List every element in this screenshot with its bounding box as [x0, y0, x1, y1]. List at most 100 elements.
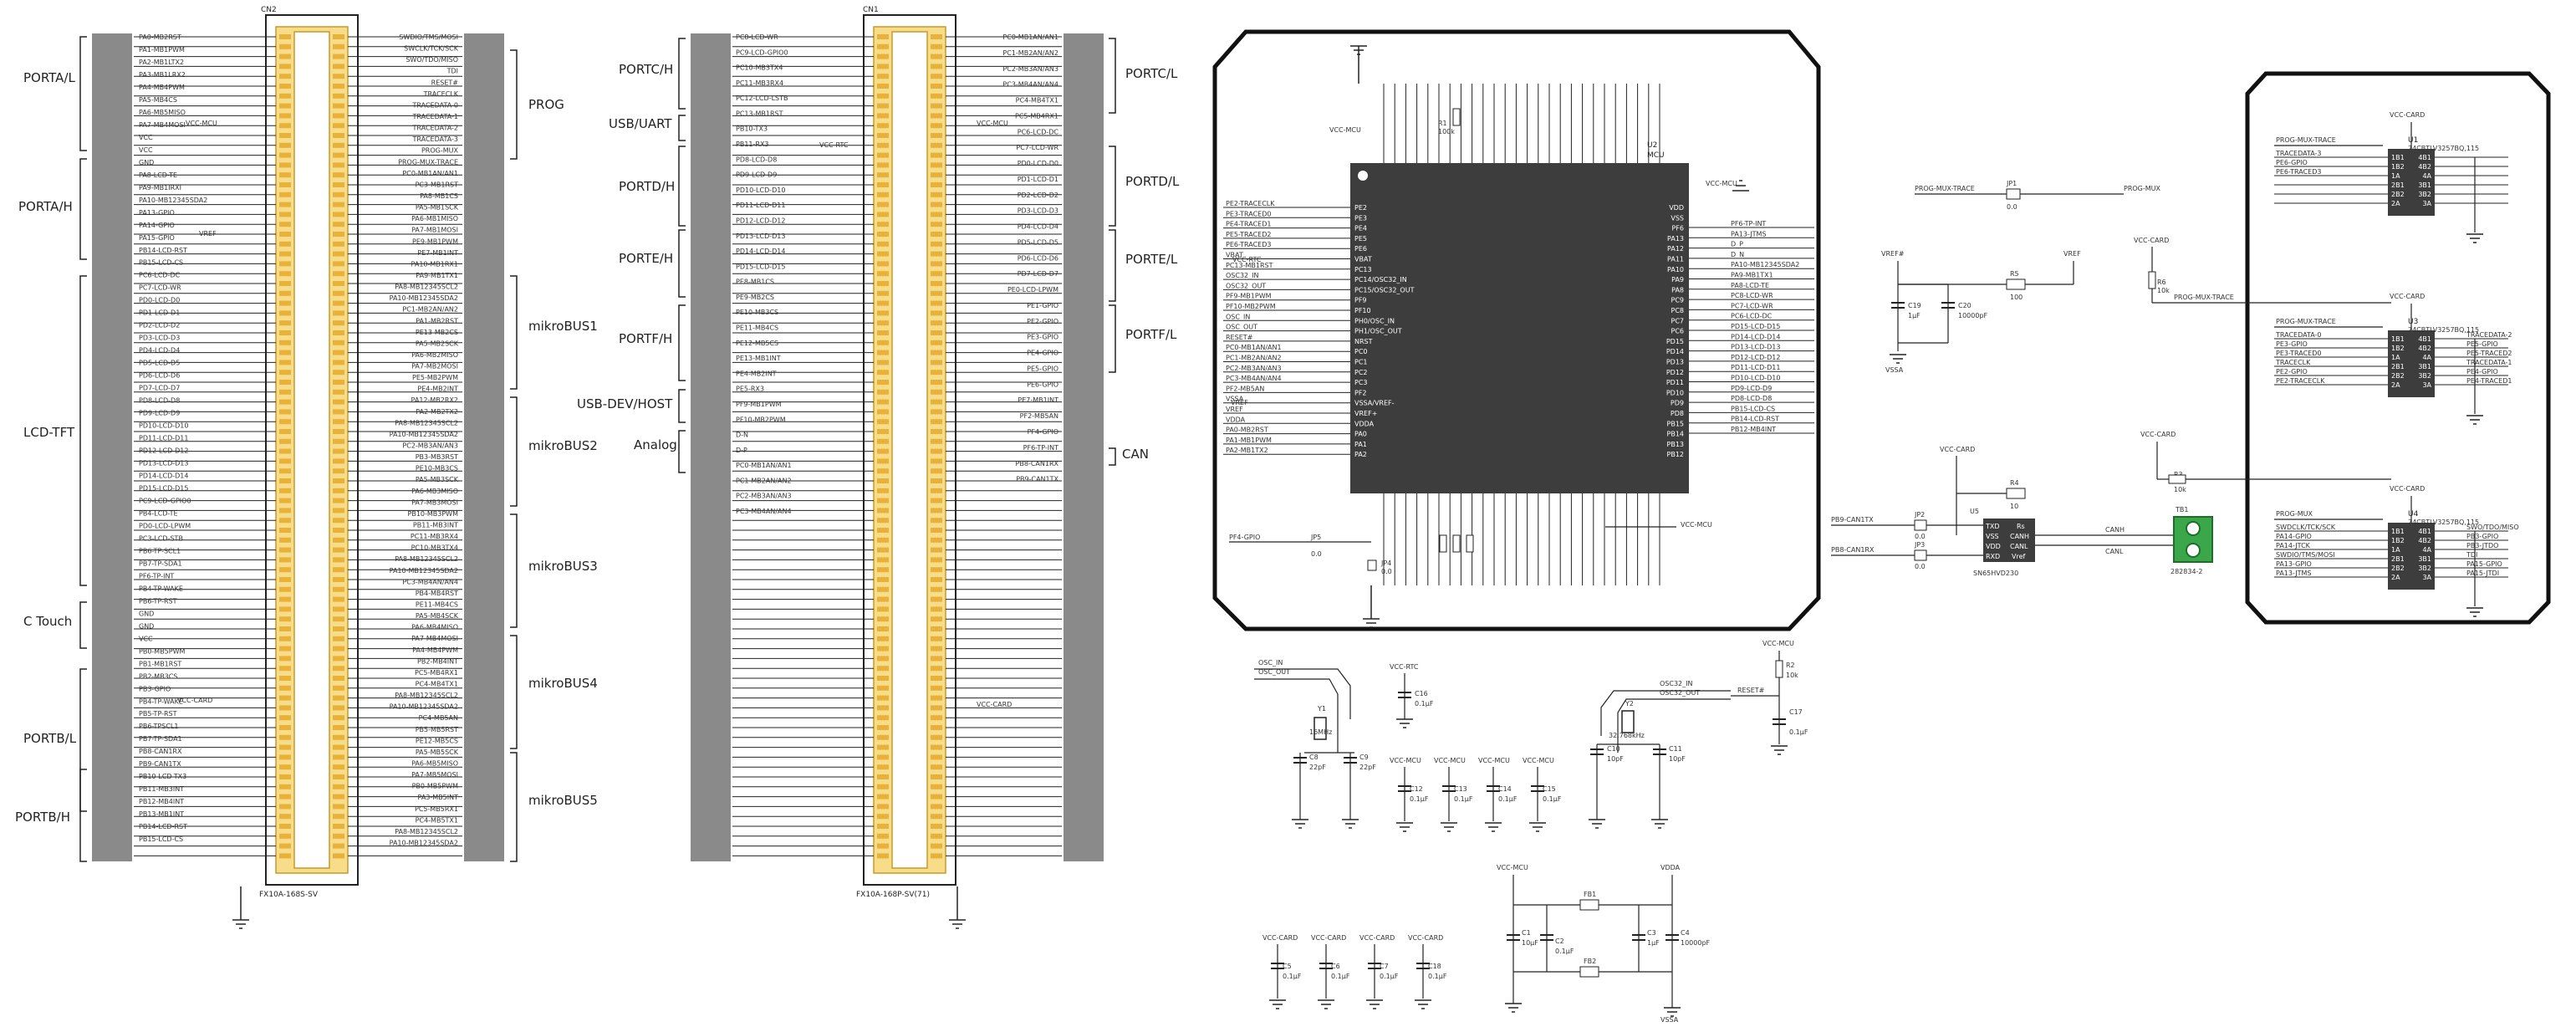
pin-pad: [279, 419, 291, 425]
mux-signal: PE5-GPIO: [2466, 340, 2498, 348]
pin-pad: [333, 734, 344, 740]
pin-pad: [931, 429, 942, 434]
pin-pad: [279, 794, 291, 800]
pin-pad: [279, 833, 291, 839]
cap-ref: C6: [1331, 963, 1340, 970]
connector-signal: PD0-LCD-D0: [1018, 160, 1058, 167]
mcu-pin-net: PF6-TP-INT: [1731, 220, 1766, 227]
mcu-pin-name: PA10: [1667, 266, 1684, 273]
pin-pad: [877, 833, 889, 839]
mux-ctrl-net: PROG-MUX-TRACE: [2276, 136, 2336, 144]
mux-frame: [2245, 71, 2551, 625]
cn2-group-mikrobus4: mikroBUS4: [528, 676, 598, 691]
pin-pad: [333, 350, 344, 355]
pin-pad: [279, 438, 291, 444]
pin-pad: [279, 192, 291, 197]
pin-pad: [279, 360, 291, 365]
mux-pin-name: 2B2: [2391, 191, 2405, 198]
mcu-pin-net: PF2-MB5AN: [1226, 385, 1264, 392]
connector-signal: PB3-MB3RST: [416, 453, 458, 461]
vref-net-vssa: VSSA: [1885, 366, 1904, 374]
connector-signal: PC2-MB3AN/AN3: [736, 493, 792, 500]
mcu-top-ground: [1350, 45, 1367, 84]
mcu-top-pins: [1383, 84, 1660, 163]
mcu-pin-name: PC6: [1671, 328, 1685, 335]
pin-pad: [279, 814, 291, 820]
mcu-right-pins: VDDVSSPF6PA13PA12PA11PA10PA9PA8PC9PC8PC7…: [1666, 204, 1814, 458]
connector-signal: PE9-MB1PWM: [412, 238, 458, 245]
mcu-pf4-gpio: PF4-GPIO: [1229, 534, 1260, 541]
pin-pad: [279, 843, 291, 849]
connector-signal: PA7-MB3MOSI: [411, 498, 458, 506]
mux-chip-body: [2388, 149, 2435, 216]
connector-signal: PA10-MB1RX1: [411, 260, 458, 268]
pin-pad: [279, 666, 291, 672]
ground-symbol: [2466, 415, 2483, 425]
pin-pad: [279, 458, 291, 464]
connector-signal: PE4-MB2INT: [736, 370, 777, 377]
pin-pad: [877, 409, 889, 415]
connector-signal: PD12-LCD-D12: [736, 217, 785, 224]
pin-pad: [279, 380, 291, 385]
c1-ref: C1: [1522, 929, 1531, 937]
pin-pad: [931, 715, 942, 721]
cap-net: VCC-MCU: [1434, 757, 1466, 764]
mcu-pin-name: PF9: [1354, 297, 1367, 304]
pin-pad: [877, 577, 889, 582]
cn1-group-portd-h: PORTD/H: [619, 179, 675, 194]
connector-signal: PC0-MB1AN/AN1: [1002, 33, 1058, 41]
pin-pad: [333, 557, 344, 563]
pin-pad: [333, 34, 344, 39]
connector-signal: TDI: [446, 68, 458, 75]
mcu-pin-name: VREF+: [1354, 410, 1377, 417]
cap-net: VCC-CARD: [1359, 934, 1395, 942]
cn1-ground-symbol: [949, 919, 966, 929]
pin-pad: [333, 626, 344, 631]
pin-pad: [279, 646, 291, 651]
cn2-group-mikrobus3: mikroBUS3: [528, 559, 598, 574]
pin-pad: [877, 310, 889, 316]
pin-pad: [877, 508, 889, 513]
connector-signal: PC5-MB5RX1: [415, 805, 458, 813]
cn2-core: [293, 31, 330, 869]
pin-pad: [877, 626, 889, 631]
pin-pad: [333, 458, 344, 464]
cn1-left-brackets: [678, 38, 686, 473]
cap-net: VCC-CARD: [1311, 934, 1346, 942]
connector-signal: PC6-LCD-DC: [139, 272, 181, 279]
connector-signal: PD11-LCD-D11: [139, 435, 188, 442]
connector-signal: PD8-LCD-D8: [736, 156, 777, 163]
pin-pad: [877, 123, 889, 129]
pin-pad: [877, 448, 889, 454]
pin-pad: [931, 833, 942, 839]
pin-pad: [877, 212, 889, 217]
connector-signal: PD13-LCD-D13: [139, 460, 188, 467]
cn2-net-vcc-mcu: VCC-MCU: [186, 120, 217, 127]
capacitor-symbol: [1416, 963, 1430, 969]
pin-pad: [931, 744, 942, 750]
mcu-pin-name: PC7: [1671, 317, 1685, 324]
mcu-pin-name: PB12: [1667, 451, 1685, 458]
mux-ctrl-net: PROG-MUX-TRACE: [2276, 318, 2336, 325]
connector-signal: PC7-LCD-WR: [1016, 144, 1058, 151]
pin-pad: [877, 478, 889, 483]
connector-signal: PB14-LCD-RST: [139, 247, 187, 254]
pin-pad: [333, 399, 344, 405]
connector-signal: PA6-MB4MISO: [411, 624, 458, 631]
pin-pad: [877, 113, 889, 119]
mcu-bottom-ground: [1363, 585, 1380, 628]
mcu-pin-name: PC8: [1671, 307, 1685, 314]
prog-mux-jumper: JP1 0.0 PROG-MUX-TRACE PROG-MUX: [1915, 180, 2161, 211]
pin-pad: [931, 438, 942, 444]
pin-pad: [931, 281, 942, 286]
connector-signal: PC1-MB2AN/AN2: [1002, 49, 1058, 57]
connector-cn1: CN1 FX10A-168P-SV(71) PORTC/H USB/UART P…: [577, 6, 1180, 929]
connector-signal: PC10-MB3TX4: [411, 544, 458, 552]
pin-pad: [279, 754, 291, 760]
mcu-pin-name: PD13: [1666, 359, 1684, 366]
pin-pad: [877, 804, 889, 810]
vref-filter: VREF# VREF VSSA R5 100 C19 1µF C20 10000…: [1881, 250, 2081, 374]
mcu-pin-net: PB12-MB4INT: [1731, 426, 1776, 433]
connector-signal: PE13-MB2CS: [416, 329, 458, 336]
